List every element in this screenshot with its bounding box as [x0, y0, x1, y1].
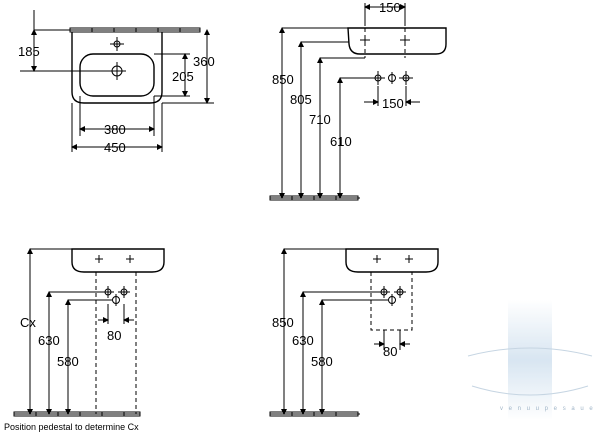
- basin-front: [345, 248, 439, 273]
- water-fittings-icon: [371, 71, 413, 85]
- dim-380: 380: [104, 122, 126, 137]
- dim-150-bottom: 150: [382, 96, 404, 111]
- water-fittings-icon: [102, 286, 130, 306]
- tap-hole-icon: [110, 37, 124, 51]
- dim-185: 185: [18, 44, 40, 59]
- water-fittings-icon: [378, 286, 406, 306]
- bowl-outline: [79, 53, 155, 97]
- watermark-logo: v e n u u p e s a u e: [467, 300, 595, 420]
- dim-450: 450: [104, 140, 126, 155]
- dim-580: 580: [311, 354, 333, 369]
- semi-pedestal-outline: [370, 272, 413, 331]
- dim-205: 205: [172, 69, 194, 84]
- wall-tiles: [69, 27, 201, 33]
- top-view: 185 360 205 380 450: [18, 10, 215, 155]
- dim-850: 850: [272, 72, 294, 87]
- dim-630: 630: [292, 333, 314, 348]
- basin-profile: [347, 27, 447, 55]
- tap-hole-icon: [373, 255, 413, 263]
- dim-80: 80: [383, 344, 397, 359]
- dim-cx: Cx: [20, 315, 36, 330]
- dim-150-top: 150: [379, 0, 401, 15]
- dim-850: 850: [272, 315, 294, 330]
- tap-hole-icon: [360, 35, 410, 45]
- dim-80: 80: [107, 328, 121, 343]
- tap-hole-icon: [95, 255, 134, 263]
- dim-805: 805: [290, 92, 312, 107]
- dim-580: 580: [57, 354, 79, 369]
- dim-360: 360: [193, 54, 215, 69]
- pedestal-outline: [95, 272, 137, 414]
- dim-630: 630: [38, 333, 60, 348]
- basin-front: [71, 248, 165, 273]
- side-view: 150 150 850 805 710 610: [269, 0, 447, 201]
- watermark-text: v e n u u p e s a u e: [500, 406, 595, 412]
- dim-610: 610: [330, 134, 352, 149]
- pedestal-view: 80 Cx 630 580 Position pedestal to deter…: [4, 248, 165, 432]
- pedestal-caption: Position pedestal to determine Cx: [4, 422, 139, 432]
- dim-710: 710: [309, 112, 331, 127]
- semi-pedestal-view: 80 850 630 580: [269, 248, 439, 417]
